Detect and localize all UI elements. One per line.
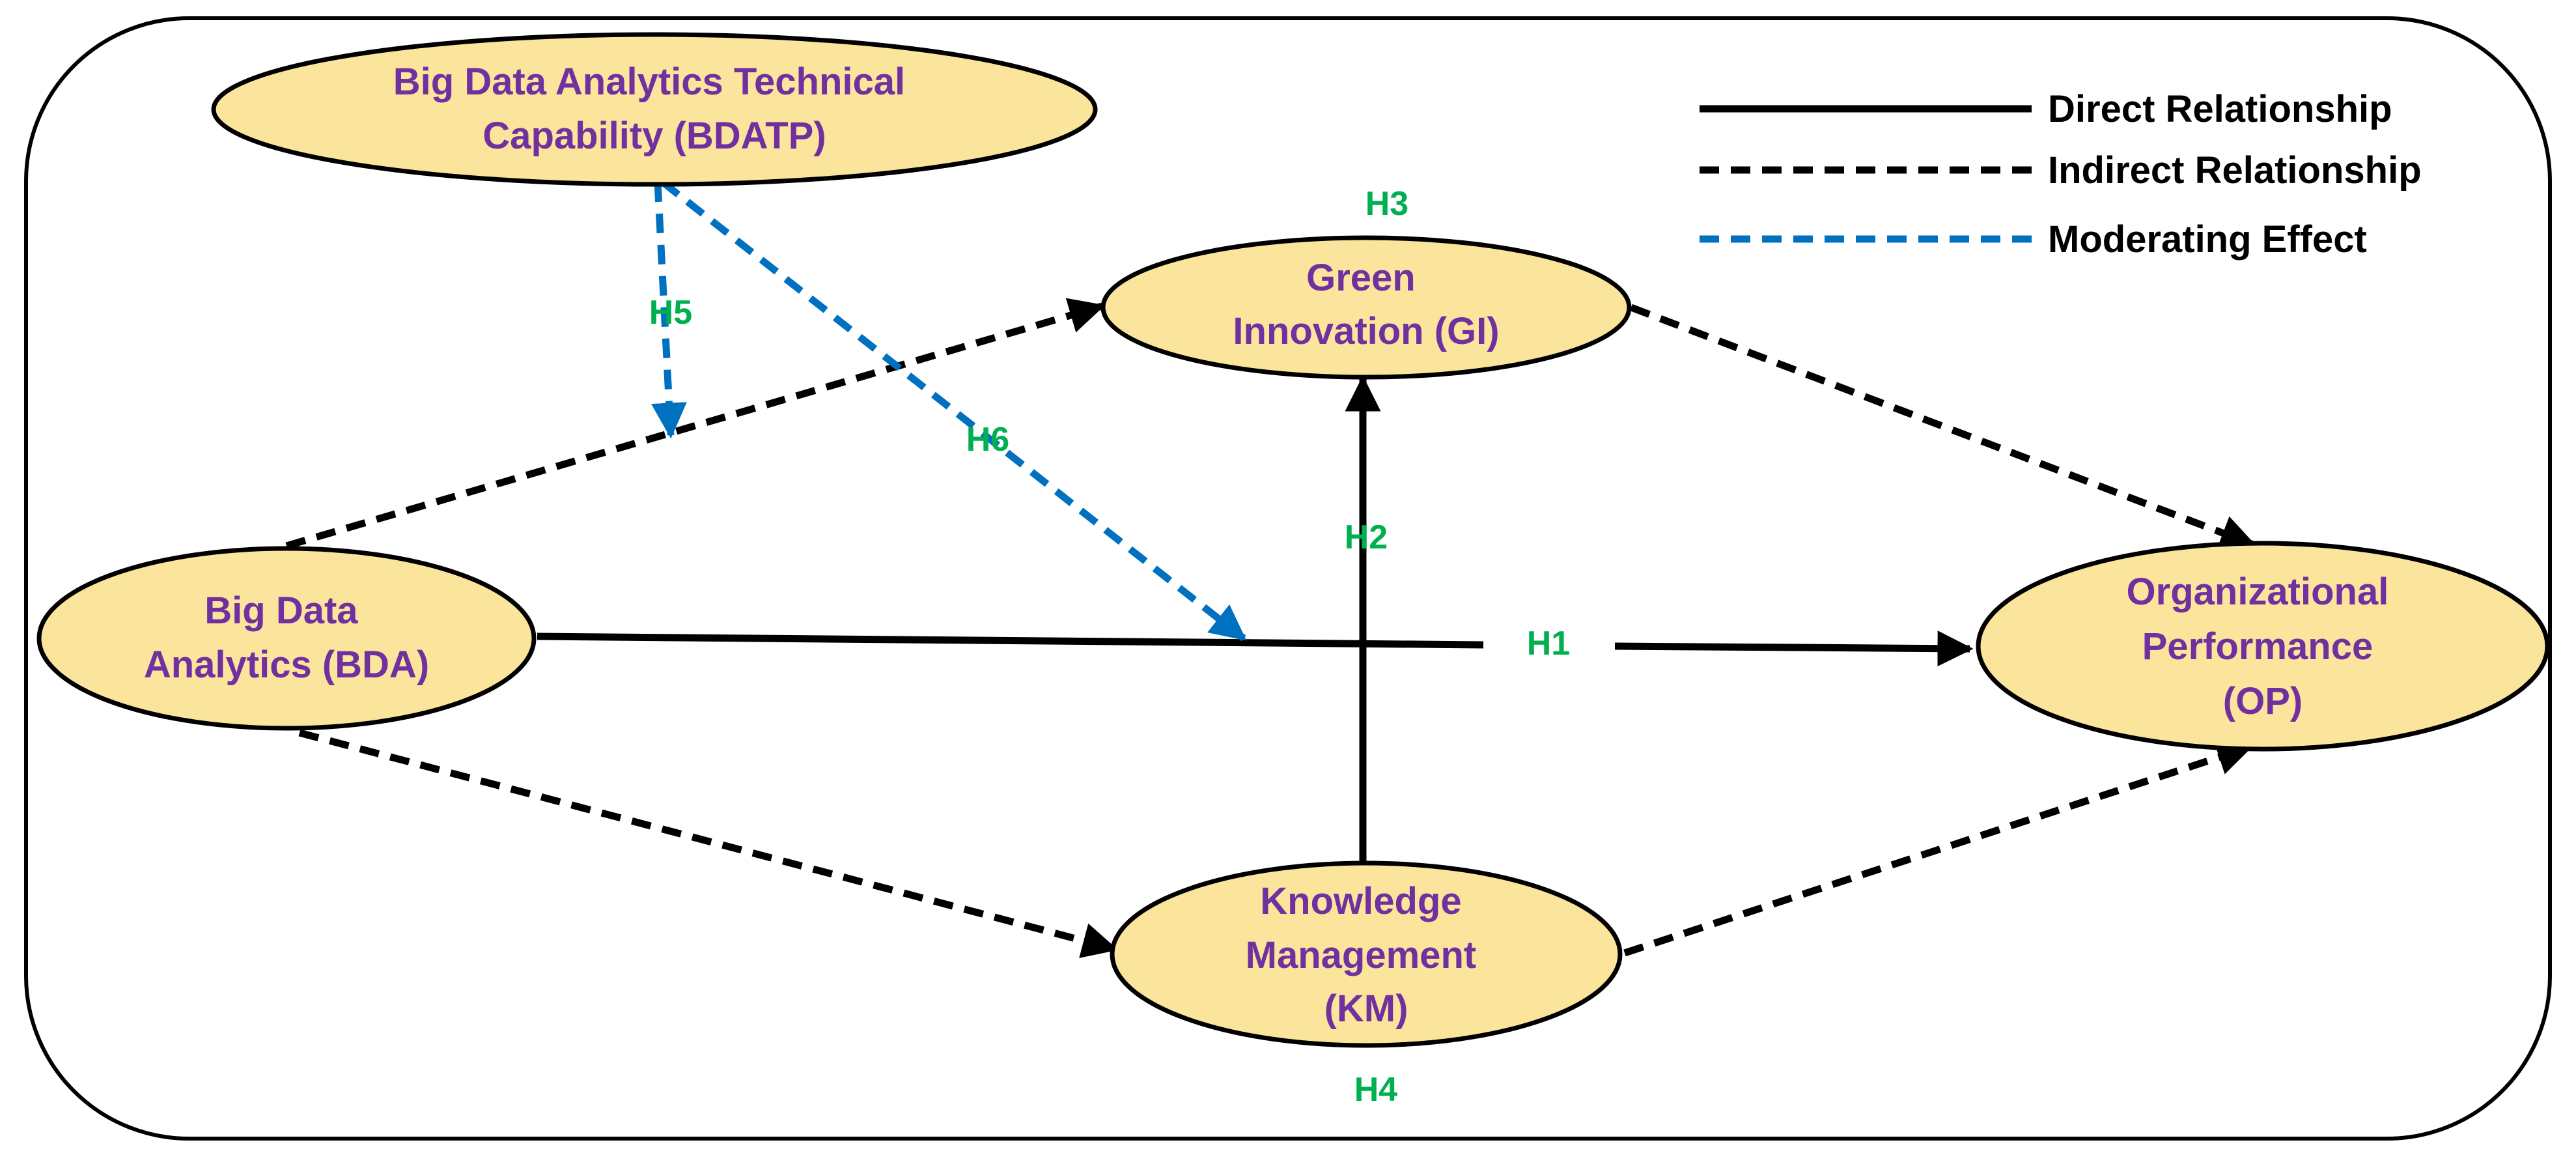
edge-bda-to-op-direct-continued [1614,631,1974,667]
node-bda-label-line1: Big Data [204,589,358,632]
node-op-shape [1976,541,2550,752]
edge-gi-to-op-indirect [1630,304,2257,550]
edge-bda-to-gi-indirect [285,298,1106,550]
node-op: Organizational Performance (OP) [1976,541,2550,752]
hypothesis-h6-label: H6 [966,421,1009,459]
hypothesis-h2-label: H2 [1345,518,1388,556]
node-bdatp-label-line1: Big Data Analytics Technical [393,61,905,103]
node-bdatp: Big Data Analytics Technical Capability … [211,32,1098,187]
hypothesis-h3-label: H3 [1365,185,1408,223]
node-bda-shape [36,546,537,731]
hypothesis-h5-label: H5 [649,294,692,332]
legend-indirect-label: Indirect Relationship [2048,149,2422,192]
diagram-frame [24,16,2552,1141]
node-op-label-line2: Performance [2142,625,2373,668]
node-bdatp-shape [211,32,1098,187]
hypothesis-h1-label: H1 [1527,625,1570,662]
node-op-label: Organizational Performance (OP) [2127,571,2400,722]
node-gi-label-line1: Green [1306,257,1416,299]
node-km-label-line3: (KM) [1324,987,1408,1030]
node-gi: Green Innovation (GI) [1100,235,1632,380]
legend-moderating-label: Moderating Effect [2048,218,2367,261]
node-km-label-line2: Management [1246,934,1477,976]
hypothesis-h4-label: H4 [1354,1071,1398,1109]
legend: Direct Relationship Indirect Relationshi… [1700,88,2422,261]
node-km-label: Knowledge Management (KM) [1246,880,1487,1030]
node-km: Knowledge Management (KM) [1110,860,1623,1048]
edge-bdatp-moderates-bda-gi [651,182,687,439]
node-km-shape [1110,860,1623,1048]
node-gi-shape [1100,235,1632,380]
node-km-label-line1: Knowledge [1260,880,1461,922]
edge-bda-to-km-indirect [298,729,1119,958]
node-bdatp-label-line2: Capability (BDATP) [483,115,826,157]
node-gi-label-line2: Innovation (GI) [1233,310,1499,352]
legend-direct-label: Direct Relationship [2048,88,2392,130]
node-bda: Big Data Analytics (BDA) [36,546,537,731]
node-op-label-line1: Organizational [2127,571,2389,613]
node-bda-label: Big Data Analytics (BDA) [144,589,429,686]
node-bda-label-line2: Analytics (BDA) [144,644,429,686]
node-bdatp-label: Big Data Analytics Technical Capability … [393,61,916,157]
edge-km-to-op-indirect [1623,740,2254,957]
node-op-label-line3: (OP) [2223,680,2303,722]
edge-bda-to-op-direct [537,632,1484,649]
node-gi-label: Green Innovation (GI) [1233,257,1499,352]
